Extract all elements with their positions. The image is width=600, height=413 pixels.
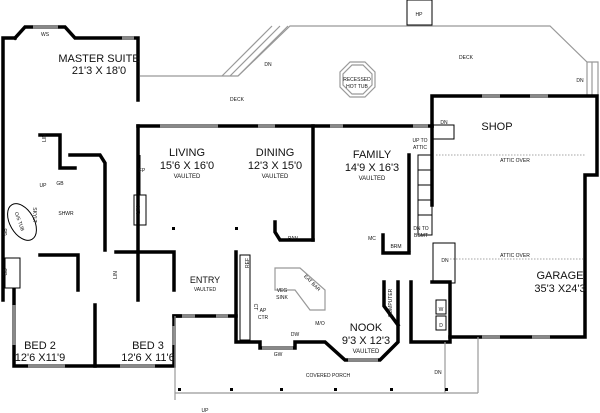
living-label: LIVING [169, 147, 205, 159]
attic-over-label-2: ATTIC OVER [500, 253, 530, 259]
grab-bar-label-3: GB [3, 268, 9, 276]
mc-label: MC [368, 236, 376, 242]
living-vaulted: VAULTED [174, 174, 201, 180]
shop-label: SHOP [481, 121, 512, 133]
deck-label: DECK [230, 97, 245, 103]
bed3-dims: 12'6 X 11'6 [121, 352, 175, 364]
family-dims: 14'9 X 16'3 [345, 162, 399, 174]
window-seat-label: WS [41, 32, 50, 38]
pantry-label: PAN [288, 236, 298, 242]
microwave-label: M/O [315, 321, 325, 327]
stairs [417, 124, 456, 284]
attic-over-label: ATTIC OVER [500, 158, 530, 164]
gw-label: GW [274, 352, 283, 358]
porch [172, 227, 479, 400]
master-suite-label: MASTER SUITE [58, 53, 139, 65]
family-label: FAMILY [353, 149, 392, 161]
dining-label: DINING [256, 147, 295, 159]
family-vaulted: VAULTED [359, 176, 386, 182]
nook-label: NOOK [350, 322, 383, 334]
hot-tub [339, 61, 376, 98]
veg-label: VEG [277, 288, 288, 294]
shower-label: SHWR [58, 211, 74, 217]
deck-stairs-dn-label: DN [264, 62, 272, 68]
sink-label: SINK [276, 295, 288, 301]
bed2-dims: 12'6 X11'9 [15, 352, 65, 364]
laundry-dn-label: DN [441, 258, 449, 264]
brm-label: BRM [390, 244, 401, 250]
deck-dn-label: DN [576, 78, 584, 84]
linen-label-hall: LIN [136, 206, 142, 214]
bed2-label: BED 2 [24, 340, 56, 352]
dishwasher-label: DW [291, 332, 300, 338]
porch-up-label: UP [202, 408, 210, 413]
ctr-label: CTR [258, 315, 269, 321]
dryer-label: D [439, 323, 443, 329]
covered-porch-label: COVERED PORCH [306, 373, 351, 379]
garage-label: GARAGE [536, 270, 583, 282]
ct-label: CT [252, 304, 258, 311]
garage-dims: 35'3 X24'3 [534, 283, 585, 295]
eat-bar-label: EAT BAR [302, 274, 321, 293]
dn-to-bsmt-2: BSMT [414, 233, 428, 239]
deck-label-2: DECK [459, 55, 474, 61]
grab-bar-label: GB [56, 181, 64, 187]
hot-tub-label-1: RECESSED [343, 77, 371, 83]
tub-up-label: UP [40, 183, 48, 189]
grab-bar-label-2: GB [3, 228, 9, 236]
shop-dn-label: DN [440, 120, 448, 126]
porch-dn-label: DN [434, 370, 442, 376]
nook-vaulted: VAULTED [353, 349, 380, 355]
computer-label: COMPUTER [388, 288, 394, 317]
living-dims: 15'6 X 16'0 [160, 160, 214, 172]
washer-label: W [439, 307, 444, 313]
os-tub-label: O/S TUB [13, 211, 26, 232]
fireplace-label: FP [139, 168, 146, 174]
up-to-attic-2: ATTIC [413, 145, 427, 151]
ap-label: AP [260, 308, 267, 314]
skylight-label: SKYLT [31, 207, 37, 222]
dining-dims: 12'3 X 15'0 [248, 160, 302, 172]
ref-label: REF [245, 258, 251, 268]
hot-tub-label-2: HOT TUB [346, 84, 368, 90]
master-suite-dims: 21'3 X 18'0 [72, 65, 126, 77]
up-to-attic-1: UP TO [412, 138, 427, 144]
dining-vaulted: VAULTED [262, 174, 289, 180]
deck-outline [140, 0, 599, 98]
bed3-label: BED 3 [132, 340, 164, 352]
nook-dims: 9'3 X 12'3 [342, 335, 390, 347]
entry-label: ENTRY [190, 275, 220, 285]
entry-vaulted: VAULTED [194, 287, 217, 293]
dn-to-bsmt-1: DN TO [413, 226, 428, 232]
linen-label-bed: LIN [113, 271, 119, 279]
walls [1, 25, 599, 368]
linen-label-master: LIN [42, 134, 48, 142]
heat-pump-label: HP [416, 12, 424, 18]
fixtures [4, 155, 447, 341]
heat-pump [406, 0, 433, 26]
